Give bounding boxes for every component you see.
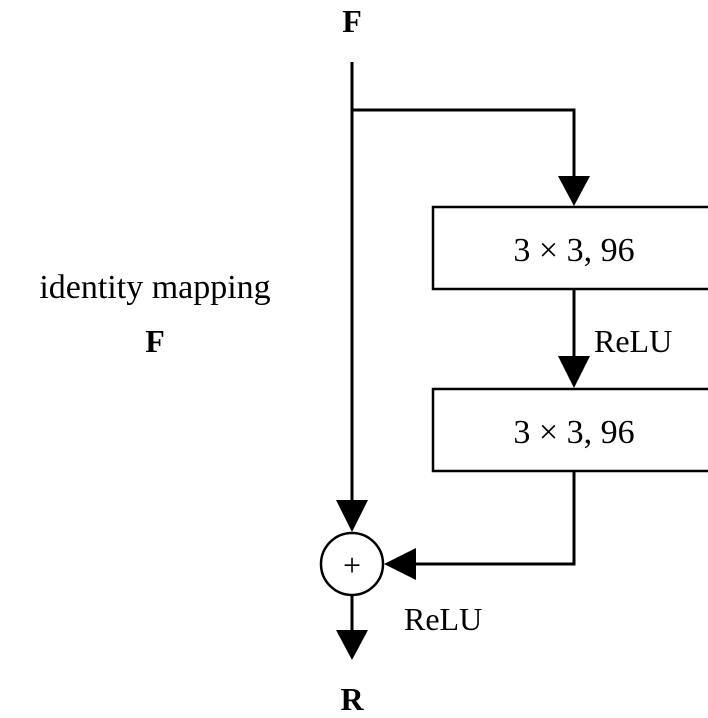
inter-block-arrowhead — [558, 356, 590, 388]
conv-block-1-label: 3 × 3, 96 — [513, 232, 634, 269]
conv-block-2-label: 3 × 3, 96 — [513, 414, 634, 451]
residual-return-arrowhead — [384, 548, 416, 580]
sum-node: + — [319, 531, 385, 597]
identity-arrowhead — [336, 500, 368, 532]
output-label: R — [340, 681, 364, 717]
residual-return-line — [410, 471, 576, 566]
conv-block-1-box — [431, 205, 708, 291]
identity-mapping-label: identity mapping — [39, 269, 270, 306]
relu-label-after-sum: ReLU — [404, 601, 482, 637]
input-label: F — [342, 3, 362, 39]
residual-branch-line — [352, 108, 576, 180]
output-arrowhead — [336, 630, 368, 660]
relu-label-between-blocks: ReLU — [594, 323, 672, 359]
plus-icon: + — [343, 547, 361, 583]
conv-block-1: 3 × 3, 96 — [431, 205, 708, 291]
identity-mapping-variable: F — [145, 323, 165, 359]
conv-block-2: 3 × 3, 96 — [431, 387, 708, 473]
residual-branch-arrowhead — [558, 176, 590, 206]
